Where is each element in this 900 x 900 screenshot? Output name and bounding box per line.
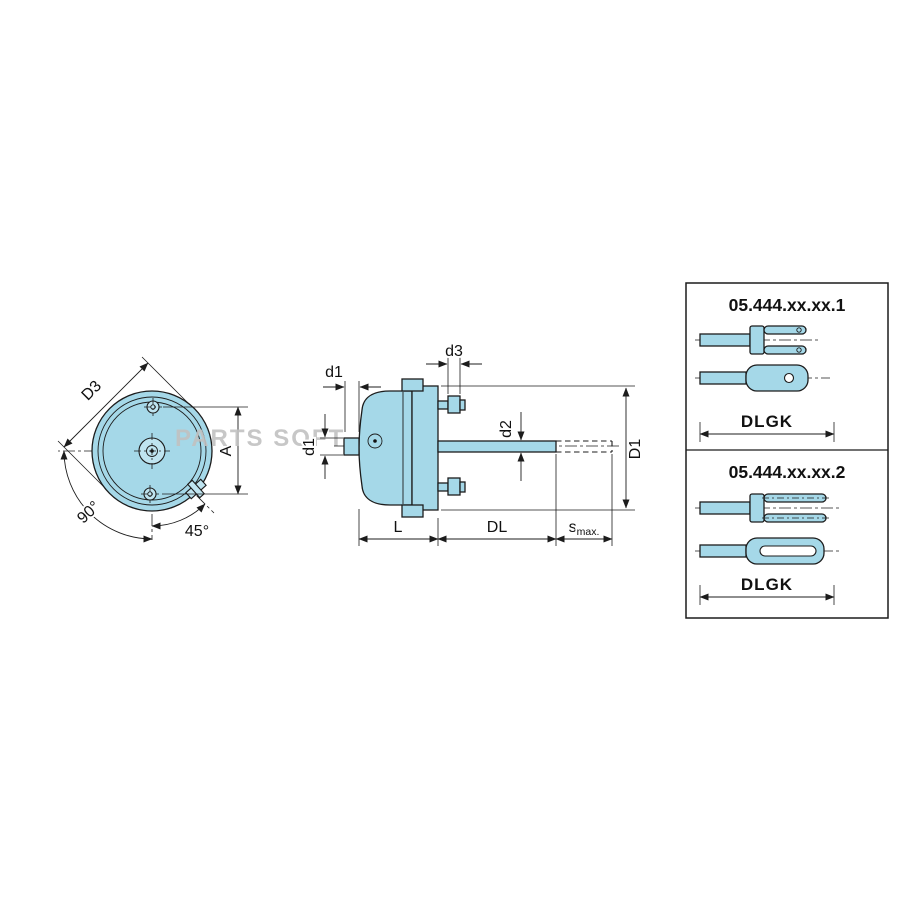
fork-end-1 [695, 325, 818, 355]
dim-d1-left: d1 [299, 414, 343, 479]
dim-chain-bottom: L DL smax. [358, 454, 613, 546]
dim-label-l: L [394, 519, 403, 536]
chamber-flange [411, 385, 439, 511]
dim-d3-stud: d3 [426, 341, 482, 394]
dim-label-d3: d3 [445, 343, 463, 360]
slotted-eye-end-2 [695, 537, 840, 565]
dim-d2-rod: d2 [496, 412, 525, 481]
watermark-text: PARTS SOFT [175, 425, 345, 452]
parts-panel: 05.444.xx.xx.1 [685, 282, 889, 619]
eye-end-1 [695, 364, 830, 392]
dlgk-label-2: DLGK [741, 575, 793, 594]
dim-label-d1-left: d1 [301, 438, 318, 456]
dim-label-s-sub: max. [577, 526, 600, 538]
dlgk-label-1: DLGK [741, 412, 793, 431]
dim-d1-big: D1 [441, 385, 646, 511]
variant-1: 05.444.xx.xx.1 [695, 295, 846, 442]
dim-dlgk-2: DLGK [699, 573, 835, 605]
side-view: d1 d1 d3 d2 D1 [299, 341, 646, 546]
dim-a: A [162, 406, 248, 495]
air-port [343, 433, 383, 456]
dim-label-smax: smax. [569, 519, 600, 538]
dim-angle-45: 45° [151, 503, 211, 542]
dim-dlgk-1: DLGK [699, 410, 835, 442]
mounting-stud-bottom [437, 477, 466, 496]
dim-label-s: s [569, 519, 577, 536]
mounting-stud-top [437, 395, 466, 414]
dim-label-dl: DL [487, 519, 508, 536]
angle-label-45: 45° [185, 523, 209, 540]
variant-2: 05.444.xx.xx.2 [695, 462, 846, 605]
dim-d1-top: d1 [323, 362, 381, 432]
clamp-band-bottom [401, 504, 424, 518]
dim-label-d3: D3 [79, 378, 106, 405]
push-rod [437, 440, 613, 453]
dim-label-a: A [218, 445, 235, 456]
part-number-2: 05.444.xx.xx.2 [729, 462, 846, 482]
chamber-body [358, 378, 439, 518]
fork-end-2 [695, 493, 840, 523]
dim-label-d2: d2 [498, 420, 515, 438]
chamber-cup [358, 390, 413, 506]
part-number-1: 05.444.xx.xx.1 [729, 295, 846, 315]
angle-label-90: 90° [74, 498, 103, 527]
clamp-band-top [401, 378, 424, 392]
dim-label-D1: D1 [627, 439, 644, 460]
dim-label-d1-top: d1 [325, 364, 343, 381]
